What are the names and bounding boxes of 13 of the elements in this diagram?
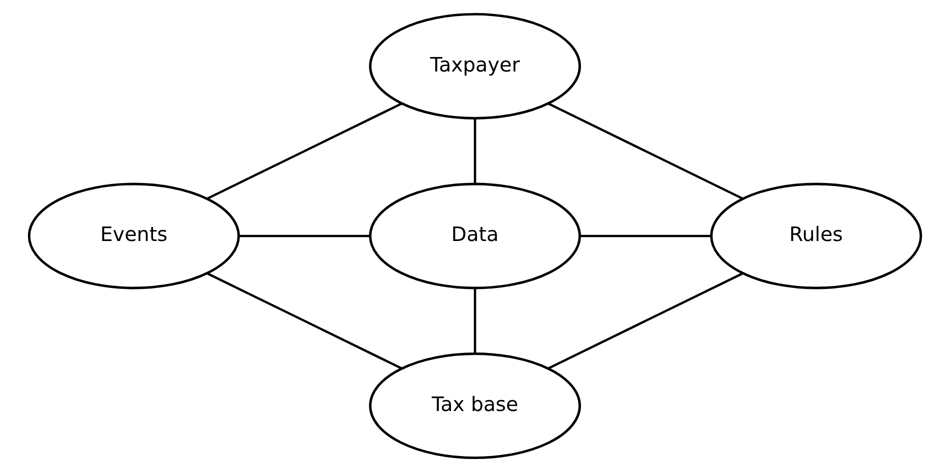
connector	[207, 102, 402, 200]
node-ellipse: Tax base	[369, 352, 581, 460]
connector	[206, 272, 402, 370]
node-ellipse: Events	[28, 182, 240, 290]
connector	[548, 102, 743, 200]
node-ellipse: Rules	[710, 182, 922, 290]
connector	[474, 288, 476, 354]
connector	[580, 234, 712, 238]
connector	[548, 272, 744, 370]
node-ellipse: Data	[369, 182, 581, 290]
node-ellipse: Taxpayer	[369, 12, 581, 120]
connector	[239, 234, 370, 238]
connector	[474, 118, 476, 184]
